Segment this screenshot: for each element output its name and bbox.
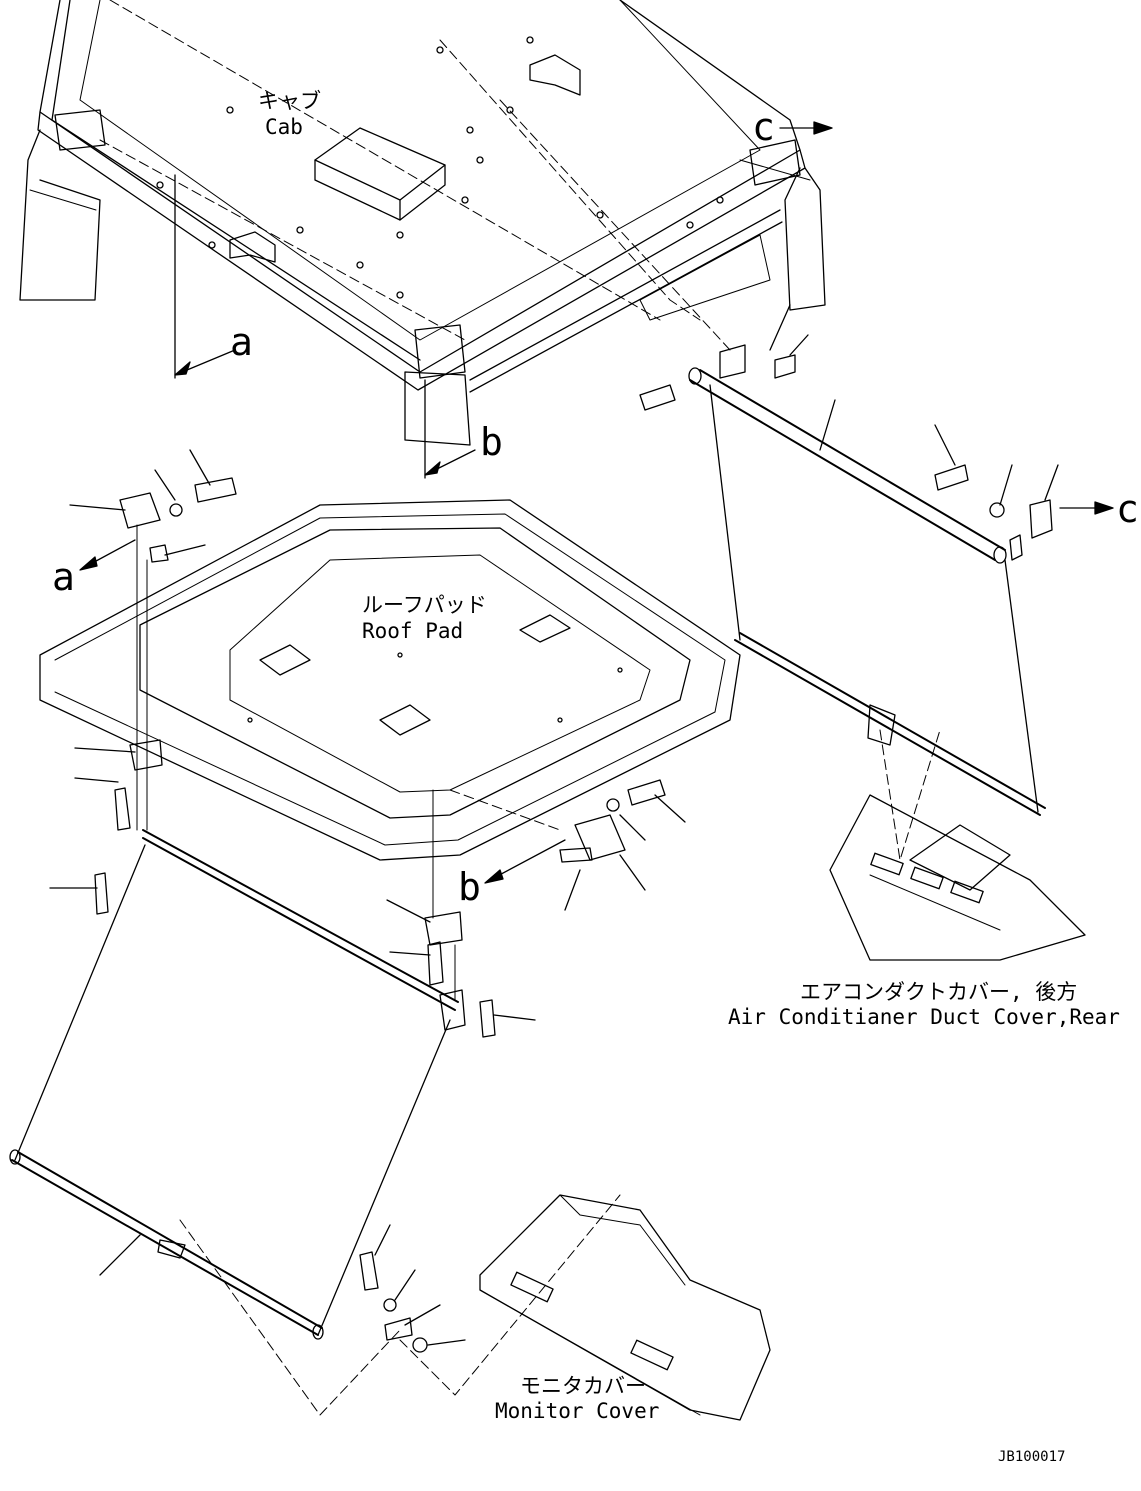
- ref-arrow-c-upper: [779, 121, 833, 135]
- ref-letter-b-upper: b: [480, 420, 503, 464]
- roof-pad-label-en: Roof Pad: [362, 619, 463, 643]
- ref-letter-b-lower: b: [458, 865, 481, 909]
- ref-arrow-b-upper: [424, 379, 476, 479]
- cab-label-jp: キャブ: [258, 89, 321, 113]
- front-roller-blind: [9, 449, 686, 1416]
- duct-cover-label-en: Air Conditianer Duct Cover,Rear: [728, 1005, 1120, 1029]
- air-conditioner-duct-cover-rear: [829, 794, 1086, 961]
- ref-arrow-b-lower: [484, 839, 566, 884]
- rear-roller-blind: [639, 304, 1114, 861]
- cab-structure: [19, 0, 826, 446]
- monitor-cover-label-jp: モニタカバー: [520, 1374, 646, 1398]
- cab-label-en: Cab: [265, 115, 303, 139]
- ref-letter-c-upper: c: [752, 105, 775, 149]
- roof-pad: [39, 499, 741, 861]
- ref-arrow-a-lower: [79, 539, 136, 571]
- monitor-cover-label-en: Monitor Cover: [495, 1399, 659, 1423]
- roof-pad-label-jp: ルーフパッド: [362, 593, 487, 617]
- ref-letter-a-upper: a: [230, 320, 253, 364]
- ref-arrow-a-upper: [174, 174, 236, 379]
- drawing-code: JB100017: [998, 1449, 1065, 1465]
- monitor-cover: [479, 1194, 771, 1421]
- ref-letter-a-lower: a: [52, 555, 75, 599]
- ref-letter-c-lower: c: [1116, 487, 1139, 531]
- duct-cover-label-jp: エアコンダクトカバー, 後方: [800, 980, 1077, 1004]
